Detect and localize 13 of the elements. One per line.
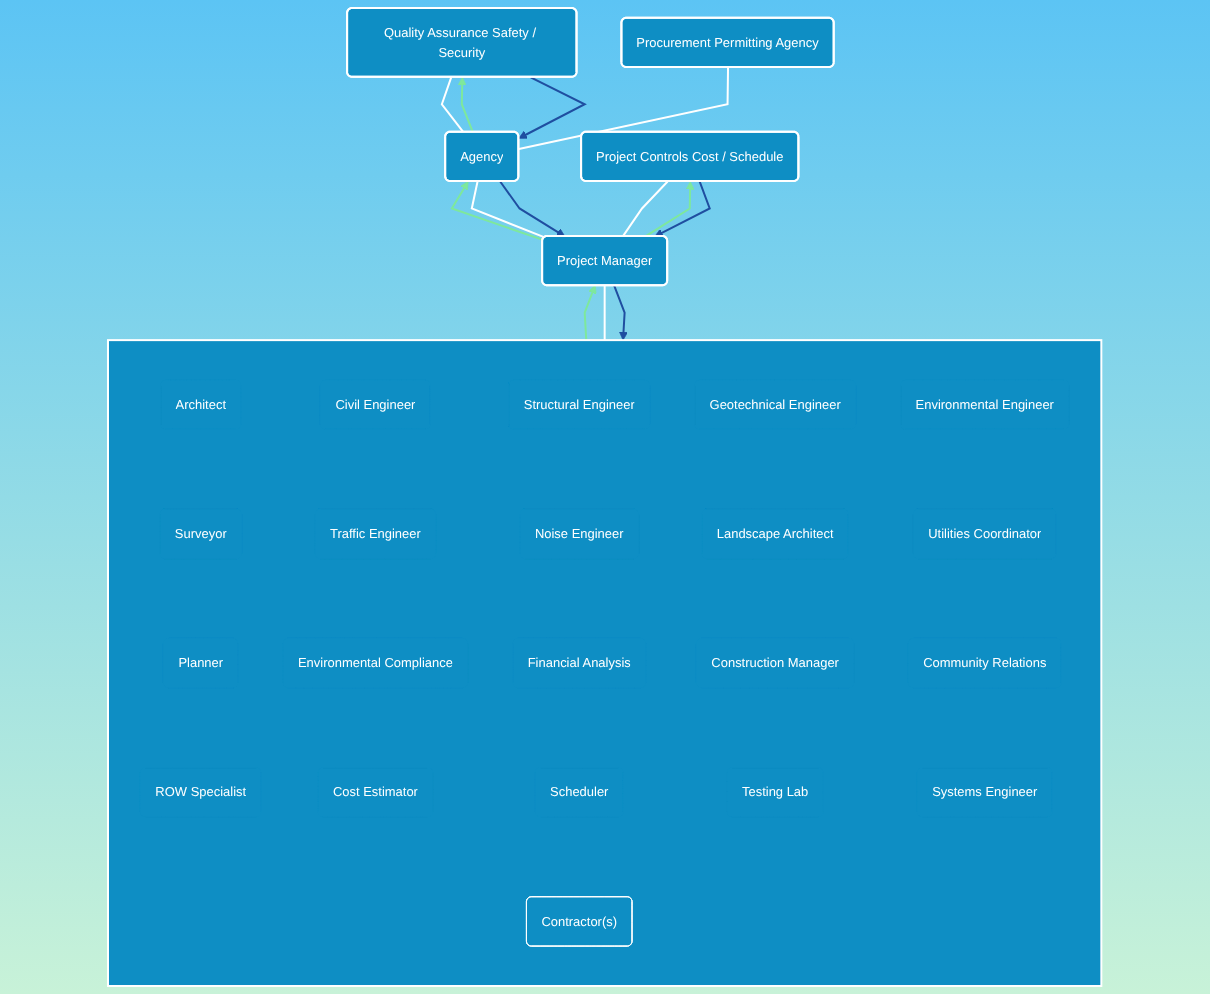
connector: [604, 284, 606, 342]
connector: [518, 66, 730, 151]
arrow: [450, 181, 545, 241]
cluster: [107, 339, 1103, 987]
arrow: [499, 180, 566, 237]
connector: [471, 180, 546, 239]
arrow: [518, 76, 588, 139]
arrow: [644, 181, 695, 238]
connector: [622, 180, 669, 238]
arrow: [613, 284, 629, 341]
arrow: [654, 180, 712, 237]
arrow: [458, 76, 475, 134]
arrow: [584, 284, 597, 342]
